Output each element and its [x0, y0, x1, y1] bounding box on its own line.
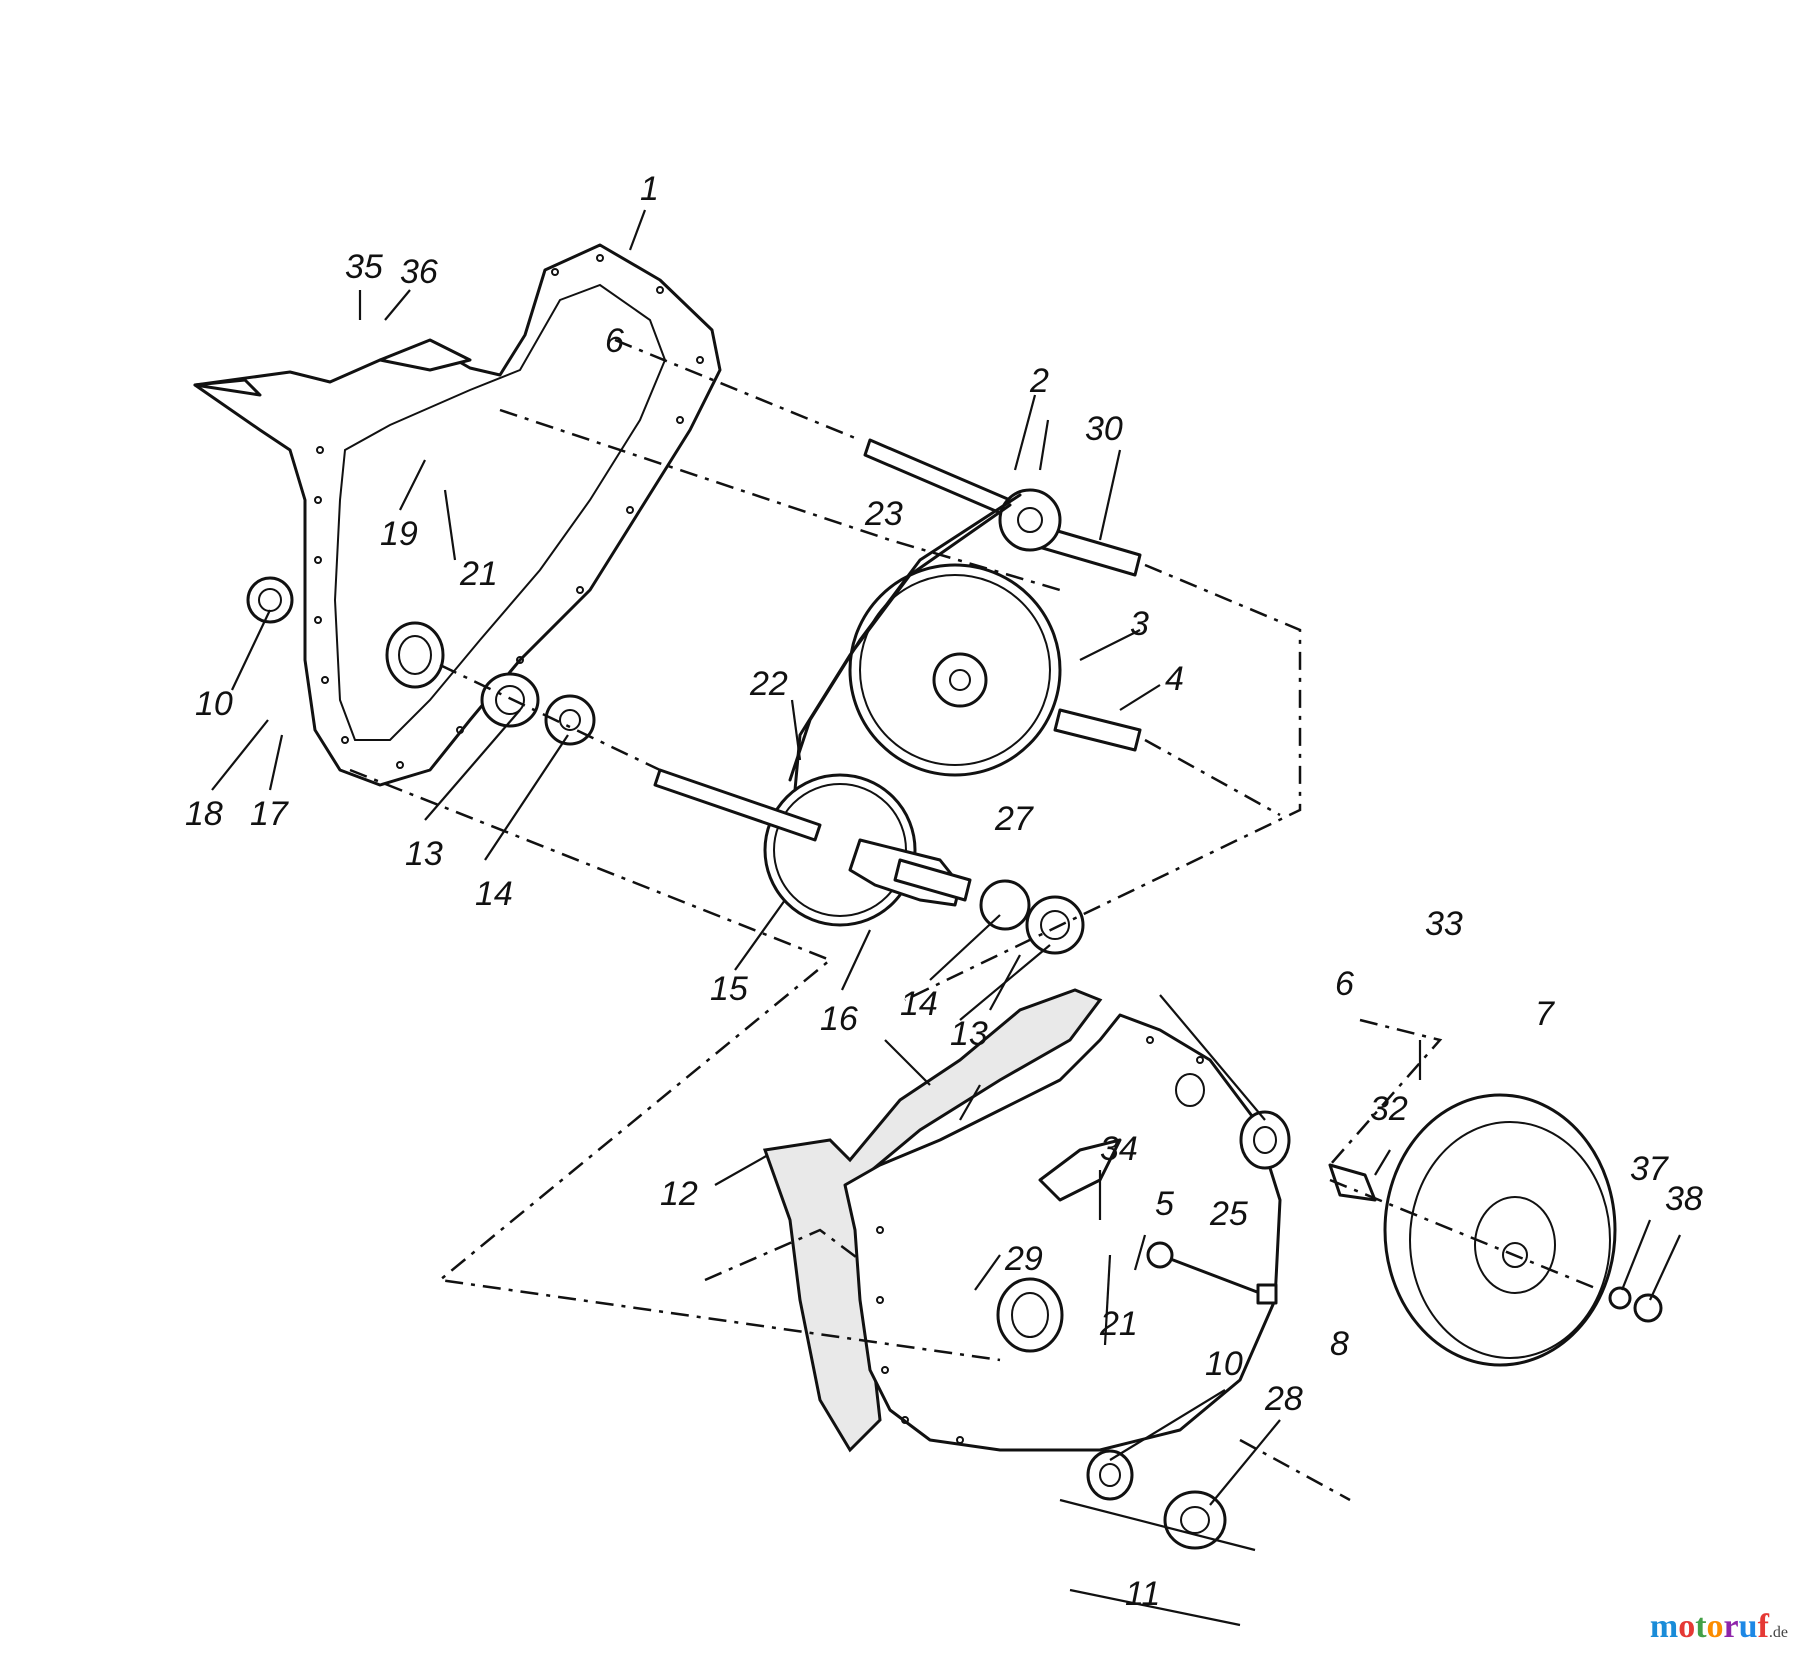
callout-1: 1 — [640, 170, 659, 208]
callout-14-right: 14 — [900, 985, 938, 1023]
callout-5: 5 — [1155, 1185, 1174, 1223]
callout-12: 12 — [660, 1175, 698, 1213]
callout-3: 3 — [1130, 605, 1149, 643]
callout-10-right: 10 — [1205, 1345, 1243, 1383]
callout-4: 4 — [1165, 660, 1184, 698]
callout-37: 37 — [1630, 1150, 1669, 1188]
alignment-lines — [349, 338, 1601, 1502]
callout-10-left: 10 — [195, 685, 233, 723]
seal-left — [246, 576, 294, 624]
bearing-25 — [1239, 1110, 1291, 1170]
small-sprocket-top — [998, 488, 1062, 552]
pulley — [1383, 1093, 1617, 1367]
watermark-suffix: .de — [1768, 1624, 1788, 1641]
callout-11: 11 — [1125, 1575, 1160, 1613]
spacer-32 — [1328, 1163, 1377, 1202]
callout-6-bottom: 6 — [1335, 965, 1354, 1003]
callout-14-left: 14 — [475, 875, 513, 913]
lower-shaft — [653, 768, 972, 902]
callout-18: 18 — [185, 795, 223, 833]
callout-25: 25 — [1209, 1195, 1248, 1233]
callout-13-right: 13 — [950, 1015, 988, 1053]
callout-29: 29 — [1004, 1240, 1043, 1278]
jack-shaft — [1053, 708, 1142, 752]
callout-32: 32 — [1370, 1090, 1408, 1128]
callout-21-bottom: 21 — [1099, 1305, 1138, 1343]
bolt-8 — [1146, 1241, 1278, 1305]
callout-19: 19 — [380, 515, 418, 553]
washers-37-38 — [1608, 1286, 1663, 1323]
callout-16: 16 — [820, 1000, 858, 1038]
watermark-brand: motoruf — [1649, 1608, 1769, 1645]
callout-36: 36 — [400, 253, 438, 291]
watermark-logo: motoruf.de — [1650, 1608, 1788, 1646]
callout-23: 23 — [864, 495, 903, 533]
callout-34: 34 — [1100, 1130, 1138, 1168]
callout-21-top: 21 — [459, 555, 498, 593]
nut-28 — [1163, 1490, 1227, 1550]
leader-lines — [211, 209, 1681, 1627]
chaincase-right-housing — [762, 988, 1282, 1453]
callout-8: 8 — [1330, 1325, 1349, 1363]
callout-28: 28 — [1264, 1380, 1303, 1418]
chaincase-left-housing — [193, 243, 722, 787]
callout-15: 15 — [710, 970, 748, 1008]
seal-10-right — [1086, 1449, 1134, 1501]
callout-13-left: 13 — [405, 835, 443, 873]
large-sprocket-middle — [848, 563, 1062, 777]
callout-33: 33 — [1425, 905, 1463, 943]
callout-22: 22 — [749, 665, 788, 703]
callout-35: 35 — [345, 248, 383, 286]
bearings-right — [979, 879, 1085, 955]
callouts: 1 2 30 6 35 36 23 19 21 3 4 22 10 27 18 … — [185, 170, 1703, 1613]
callout-7: 7 — [1535, 995, 1555, 1033]
callout-27: 27 — [994, 800, 1034, 838]
callout-30: 30 — [1085, 410, 1123, 448]
callout-6-top: 6 — [605, 322, 624, 360]
callout-17: 17 — [250, 795, 289, 833]
large-sprocket-lower — [763, 773, 962, 927]
callout-2: 2 — [1029, 362, 1049, 400]
callout-38: 38 — [1665, 1180, 1703, 1218]
